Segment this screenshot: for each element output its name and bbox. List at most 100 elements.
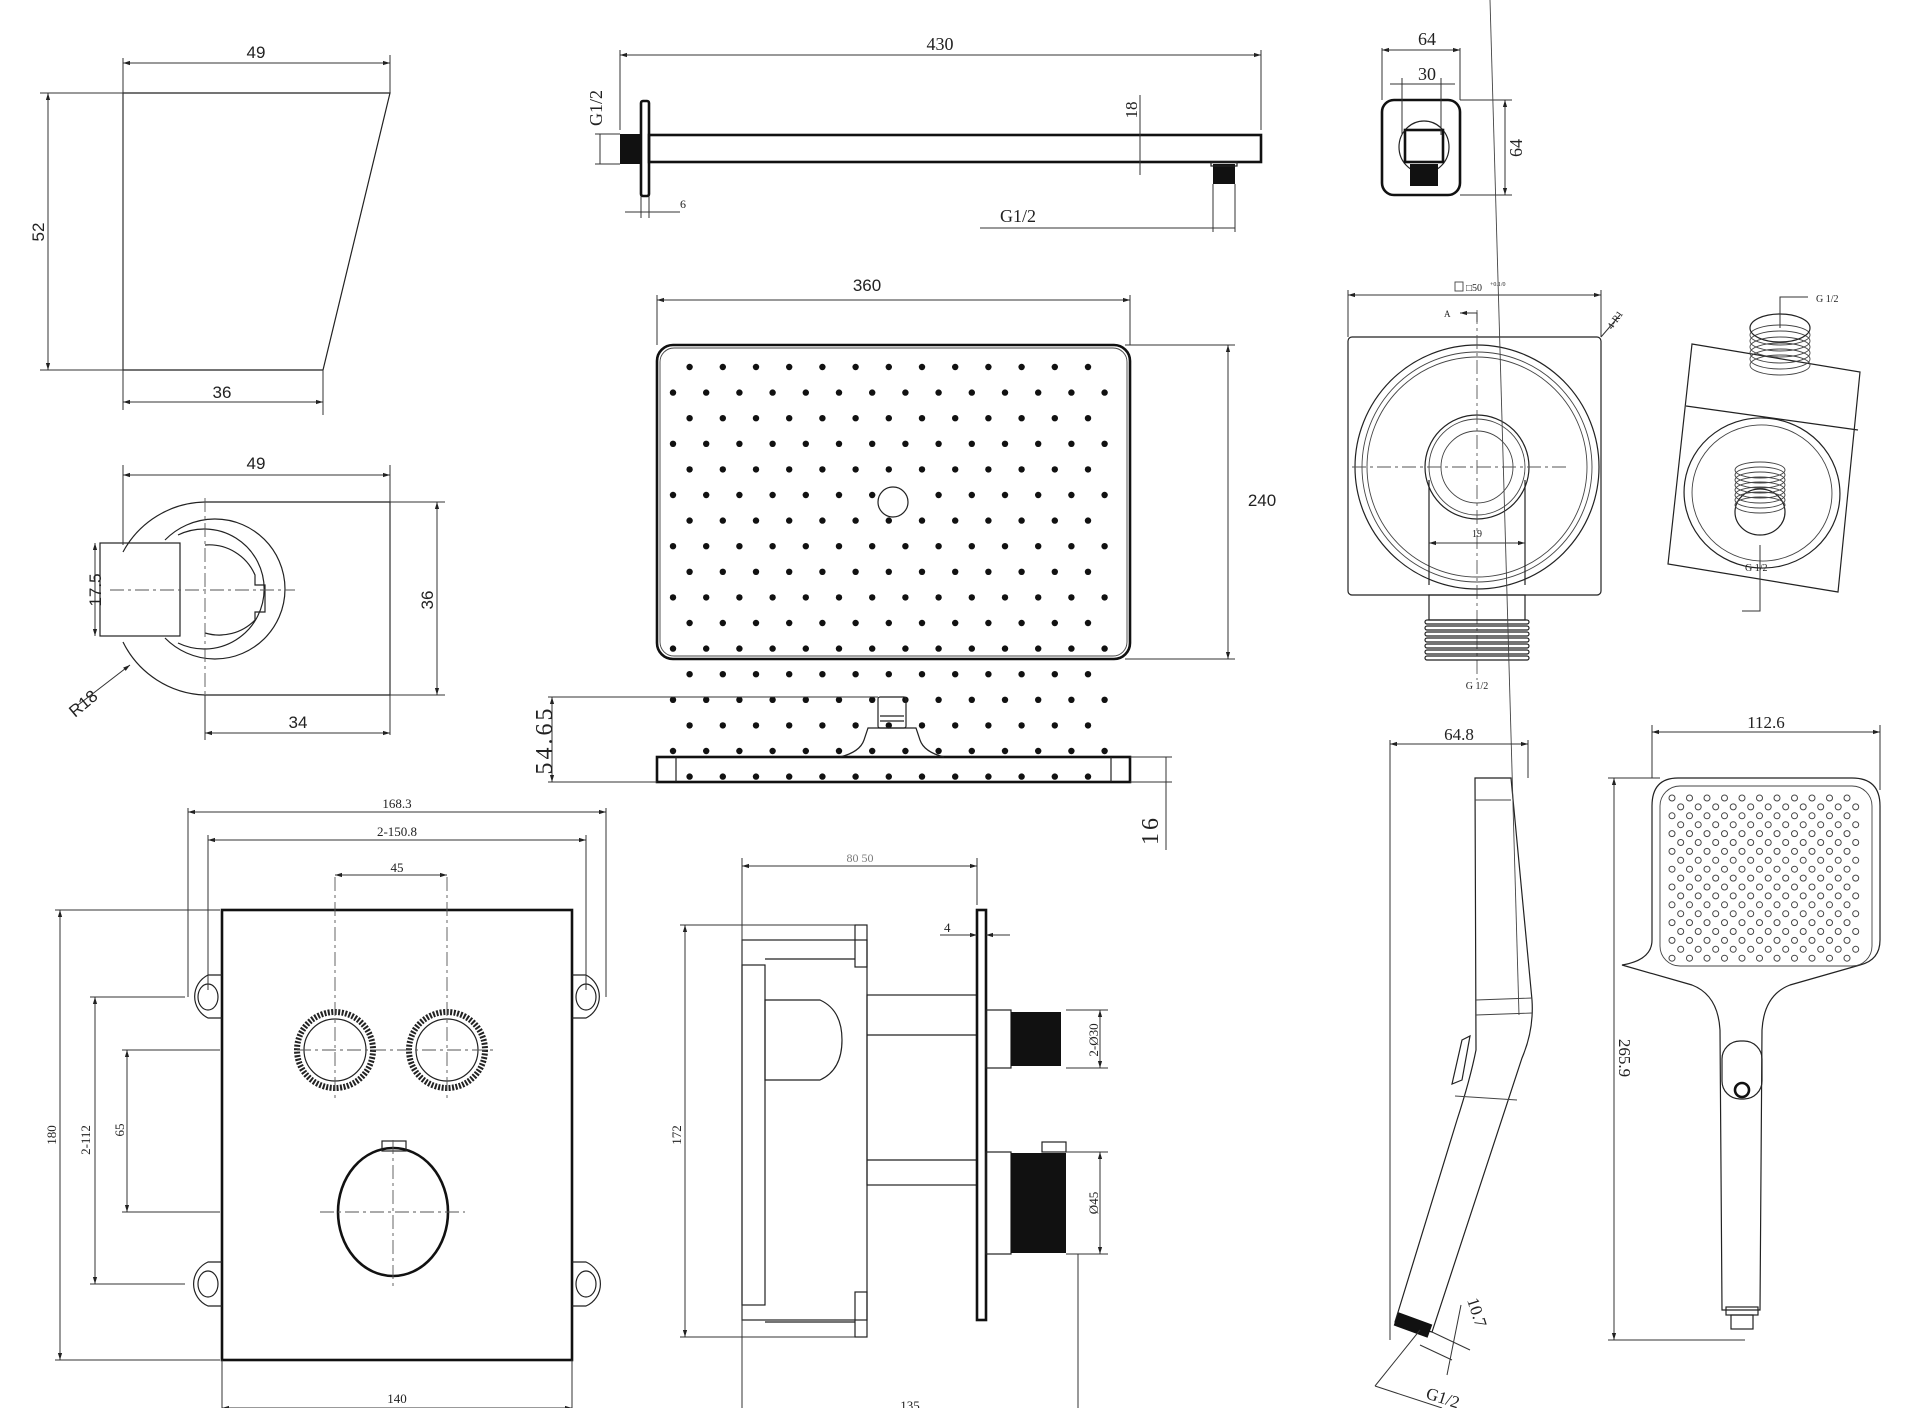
- hand-nozzle: [1799, 892, 1807, 900]
- hand-nozzle: [1791, 954, 1798, 962]
- hand-shower-mode-button[interactable]: [1721, 1040, 1763, 1100]
- hand-nozzle: [1808, 865, 1816, 873]
- rain-nozzle: [1035, 747, 1042, 755]
- hand-nozzle: [1852, 803, 1860, 811]
- rain-nozzle: [918, 671, 926, 678]
- mixer-cartridge: [764, 999, 843, 1081]
- rain-nozzle: [1101, 645, 1108, 652]
- rain-nozzle: [968, 440, 975, 447]
- hand-nozzle: [1747, 803, 1755, 811]
- rain-nozzle: [769, 747, 776, 755]
- dim-label-mixer-button-dia: 2-Ø30: [1086, 1023, 1101, 1056]
- hand-nozzle: [1677, 856, 1685, 864]
- hand-nozzle: [1773, 901, 1781, 909]
- hand-nozzle: [1826, 794, 1833, 802]
- dim-label-rain-width: 360: [853, 276, 881, 295]
- hand-nozzle: [1729, 856, 1737, 864]
- hand-nozzle: [1764, 856, 1772, 864]
- hand-nozzle: [1791, 901, 1798, 909]
- dim-label-mixer-plate-width: 140: [387, 1391, 407, 1406]
- hand-nozzle: [1677, 874, 1685, 882]
- thread-ring: [1424, 643, 1530, 649]
- rain-nozzle: [852, 517, 859, 524]
- hand-nozzle: [1782, 910, 1790, 918]
- hand-nozzle: [1686, 865, 1693, 873]
- rain-nozzle: [1051, 619, 1059, 627]
- outlet-thread: [1410, 164, 1438, 186]
- hand-nozzle: [1686, 954, 1693, 962]
- hand-nozzle: [1826, 883, 1833, 891]
- hand-nozzle: [1729, 910, 1737, 918]
- hand-shower-button[interactable]: [1451, 1034, 1471, 1085]
- hand-nozzle: [1843, 901, 1851, 909]
- rain-nozzle: [1068, 440, 1075, 447]
- thread-ring: [1749, 330, 1811, 352]
- hand-nozzle: [1834, 910, 1842, 918]
- dim-label-outlet-square: □50: [1466, 283, 1482, 294]
- hand-nozzle: [1764, 803, 1772, 811]
- rain-nozzle: [819, 671, 826, 678]
- dim-label-mixer-knob-offset: 65: [112, 1124, 127, 1137]
- rain-nozzle: [885, 773, 892, 780]
- rain-nozzle: [769, 645, 776, 652]
- rain-nozzle: [985, 722, 992, 729]
- rain-nozzle: [786, 568, 793, 575]
- dim-label-slot: 17.5: [86, 573, 105, 606]
- thread-ring: [1424, 637, 1530, 643]
- wall-outlet-front: 64 30 64: [1380, 29, 1526, 197]
- rain-nozzle: [968, 747, 975, 755]
- rain-nozzle: [802, 543, 809, 550]
- hand-nozzle: [1712, 821, 1720, 829]
- hand-nozzle: [1729, 803, 1737, 811]
- hand-nozzle: [1703, 901, 1711, 909]
- rain-nozzle: [719, 466, 726, 473]
- rain-nozzle: [1018, 415, 1025, 422]
- dim-label-mixer-side-height: 172: [669, 1125, 684, 1145]
- hand-nozzle: [1773, 830, 1781, 838]
- hand-nozzle: [1747, 856, 1755, 864]
- rain-nozzle: [703, 440, 710, 447]
- mixer-plate: [220, 908, 574, 1362]
- hand-nozzle: [1817, 821, 1825, 829]
- hand-nozzle: [1747, 892, 1755, 900]
- rain-nozzle: [786, 363, 793, 371]
- hand-nozzle: [1668, 919, 1676, 927]
- arm-wall-thread: [620, 134, 641, 164]
- rain-nozzle: [918, 619, 926, 627]
- hand-nozzle: [1721, 847, 1728, 855]
- hand-front-thread: [1730, 1314, 1754, 1330]
- hand-nozzle: [1721, 919, 1728, 927]
- hand-nozzle: [1817, 928, 1825, 935]
- rain-nozzle: [1051, 415, 1059, 422]
- rain-nozzle: [885, 671, 892, 678]
- rain-nozzle: [752, 466, 760, 473]
- rain-nozzle: [719, 415, 726, 422]
- rain-nozzle: [1018, 722, 1025, 729]
- hand-nozzle: [1808, 812, 1816, 820]
- rain-nozzle: [802, 594, 809, 601]
- mixer-side-view: 80 50 172 4 2-Ø30 Ø45 135: [669, 851, 1108, 1408]
- rain-nozzle: [885, 466, 892, 473]
- dim-label-width: 49: [247, 454, 266, 473]
- hand-nozzle: [1817, 856, 1825, 864]
- thread-ring: [1734, 471, 1786, 489]
- hand-nozzle: [1686, 901, 1693, 909]
- rain-nozzle: [952, 722, 959, 729]
- hand-nozzle: [1703, 812, 1711, 820]
- rain-nozzle: [819, 722, 826, 729]
- rain-head-nozzles: [669, 363, 1108, 780]
- rain-nozzle: [736, 747, 743, 755]
- mixer-front-view: 168.3 2-150.8 45 180 2-112 65 140: [44, 796, 607, 1408]
- hand-nozzle: [1686, 847, 1693, 855]
- hand-nozzle: [1782, 874, 1790, 882]
- rain-nozzle: [752, 415, 760, 422]
- rain-nozzle: [1018, 517, 1025, 524]
- hand-nozzle: [1756, 830, 1763, 838]
- rain-nozzle: [1035, 696, 1042, 703]
- rain-nozzle: [686, 466, 693, 473]
- hand-nozzle: [1791, 830, 1798, 838]
- rain-nozzle: [686, 773, 693, 780]
- hand-nozzle: [1773, 847, 1781, 855]
- rain-nozzle: [1068, 594, 1075, 601]
- rain-nozzle: [869, 696, 876, 703]
